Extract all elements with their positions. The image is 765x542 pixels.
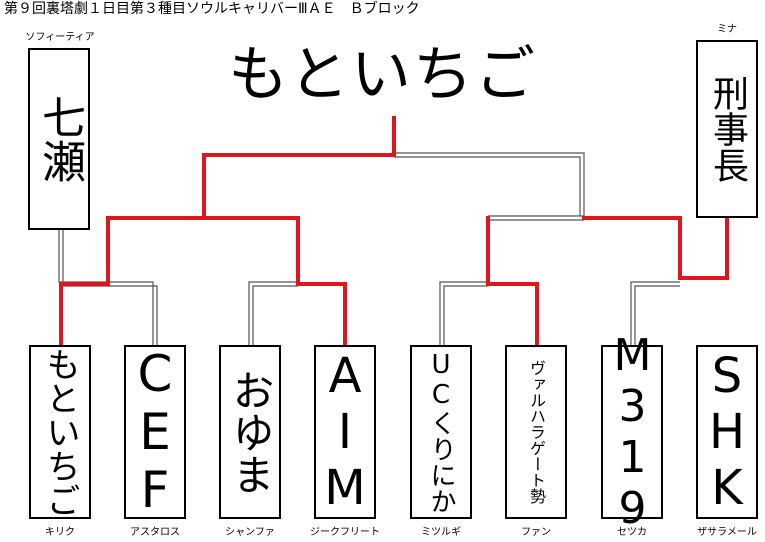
team-player-label: アスタロス	[130, 527, 180, 538]
seed-name: 刑事長	[707, 75, 748, 183]
team-name: AIM	[317, 348, 373, 516]
team-box: おゆま	[219, 345, 281, 519]
team-name: おゆま	[226, 369, 275, 495]
team-box: AIM	[314, 345, 376, 519]
team-player-label: ザサラメール	[697, 527, 757, 538]
seed-player-label: ミナ	[717, 24, 737, 35]
bracket-line	[630, 281, 680, 345]
team-name: CEF	[126, 345, 184, 519]
team-box: SHK	[696, 345, 758, 519]
team-player-label: キリク	[45, 527, 75, 538]
team-box: CEF	[124, 345, 186, 519]
winner-path-line	[582, 216, 729, 280]
seed-box-left: 七瀬	[28, 48, 90, 230]
winner-path-line	[59, 116, 396, 347]
bracket-line	[488, 215, 584, 221]
seed-box-right: 刑事長	[696, 40, 758, 218]
team-player-label: ジークフリート	[310, 527, 380, 538]
team-name: SHK	[699, 348, 755, 516]
team-player-label: セツカ	[617, 527, 647, 538]
seed-player-label: ソフィーティア	[25, 32, 95, 43]
team-name: M319	[607, 330, 658, 534]
team-player-label: シャンファ	[225, 527, 275, 538]
bracket-line	[248, 281, 298, 345]
page-title: 第９回裏塔劇１日目第３種目ソウルキャリバーⅢＡＥ Ｂブロック	[4, 1, 420, 17]
team-player-label: ファン	[521, 527, 551, 538]
team-player-label: ミツルギ	[421, 527, 461, 538]
winner-path-line	[486, 216, 539, 347]
team-box: もといちご	[29, 345, 91, 519]
team-box: UCくりにか	[410, 345, 472, 519]
team-name: もといちご	[40, 347, 80, 517]
team-box: M319	[601, 330, 663, 534]
team-box: ヴァルハラゲート勢	[505, 345, 567, 519]
seed-name: 七瀬	[34, 95, 85, 183]
bracket-line	[394, 152, 585, 216]
winner-name: もといちご	[228, 40, 537, 110]
team-name: UCくりにか	[426, 350, 456, 514]
team-name: ヴァルハラゲート勢	[527, 360, 546, 504]
bracket-line	[439, 281, 488, 345]
winner-path-line	[202, 216, 347, 347]
